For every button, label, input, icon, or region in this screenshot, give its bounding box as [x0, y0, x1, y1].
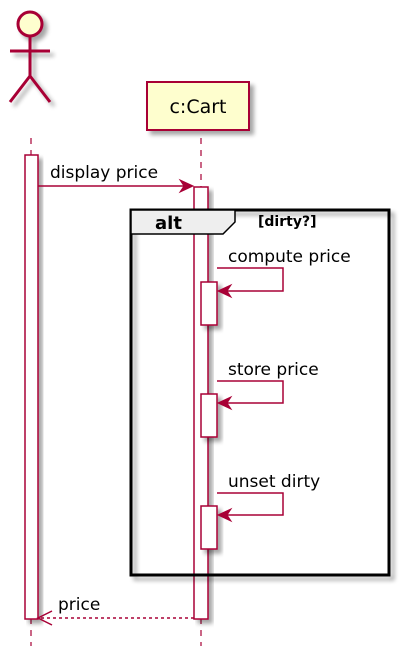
arrowhead-icon [216, 395, 233, 411]
arrowhead-icon [178, 178, 195, 194]
alt-fragment: alt [dirty?] [129, 208, 391, 577]
arrowhead-icon [216, 283, 233, 299]
message-display-price: display price [38, 163, 195, 194]
message-display-price-label: display price [50, 163, 158, 183]
alt-guard: [dirty?] [258, 214, 316, 230]
actor-user-icon [8, 10, 52, 103]
participant-cart-label: c:Cart [169, 96, 226, 118]
message-store-price-label: store price [228, 360, 319, 380]
message-compute-price: compute price [216, 247, 351, 299]
activation-unset [200, 505, 218, 550]
message-price-return-label: price [58, 595, 100, 615]
alt-operator: alt [155, 213, 182, 234]
alt-fragment-header [130, 209, 236, 235]
activation-compute [200, 281, 218, 326]
activation-store [200, 393, 218, 438]
message-unset-dirty-label: unset dirty [228, 472, 320, 492]
open-arrowhead-icon [36, 610, 53, 626]
message-unset-dirty: unset dirty [216, 472, 320, 523]
arrowhead-icon [216, 507, 233, 523]
activation-user [24, 154, 39, 620]
message-store-price: store price [216, 360, 319, 411]
message-compute-price-label: compute price [228, 247, 351, 267]
participant-cart-box [146, 81, 250, 131]
message-price-return: price [36, 595, 194, 626]
